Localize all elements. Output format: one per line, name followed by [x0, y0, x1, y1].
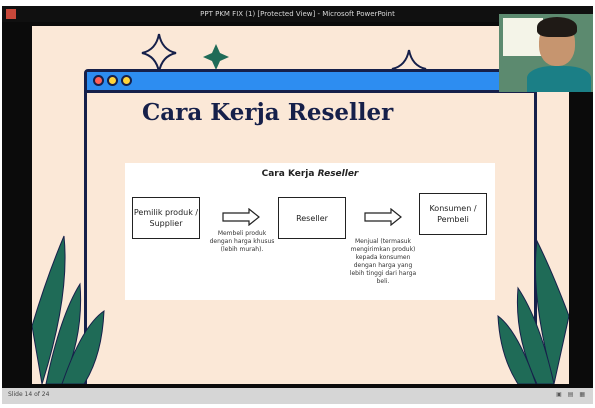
window-title: PPT PKM FIX (1) [Protected View] - Micro…	[200, 10, 395, 18]
arrow-icon	[222, 208, 260, 226]
diagram-title: Cara Kerja Reseller	[261, 169, 359, 179]
window-dot-icon	[107, 75, 118, 86]
view-buttons-icon[interactable]: ▣ ▤ ▦	[556, 391, 587, 398]
diagram-node-reseller: Reseller	[278, 197, 346, 239]
window-dot-icon	[93, 75, 104, 86]
slide-counter: Slide 14 of 24	[8, 391, 50, 398]
webcam-background-slide	[503, 18, 543, 56]
sparkle-icon	[141, 33, 177, 73]
diagram-node-supplier: Pemilik produk / Supplier	[132, 197, 200, 239]
diagram-edge-label: Menjual (termasuk mengirimkan produk) ke…	[349, 238, 417, 285]
window-dot-icon	[121, 75, 132, 86]
diagram-edge-label: Membeli produk dengan harga khusus (lebi…	[209, 230, 275, 253]
arrow-icon	[364, 208, 402, 226]
presenter-hair	[537, 17, 577, 37]
diagram-panel: Cara Kerja Reseller Pemilik produk / Sup…	[125, 163, 495, 300]
slide-title: Cara Kerja Reseller	[142, 99, 394, 126]
title-bar: PPT PKM FIX (1) [Protected View] - Micro…	[2, 6, 593, 22]
status-bar: Slide 14 of 24 ▣ ▤ ▦	[2, 388, 593, 404]
slide-canvas: Cara Kerja Reseller Cara Kerja Reseller …	[32, 26, 569, 384]
presenter-shirt	[527, 66, 591, 92]
slide-window-bar	[87, 72, 534, 93]
powerpoint-app-icon[interactable]	[6, 9, 16, 19]
diamond-star-icon	[203, 44, 229, 70]
diagram-node-consumer: Konsumen / Pembeli	[419, 193, 487, 235]
presentation-window: PPT PKM FIX (1) [Protected View] - Micro…	[2, 6, 593, 404]
webcam-overlay	[499, 14, 593, 92]
